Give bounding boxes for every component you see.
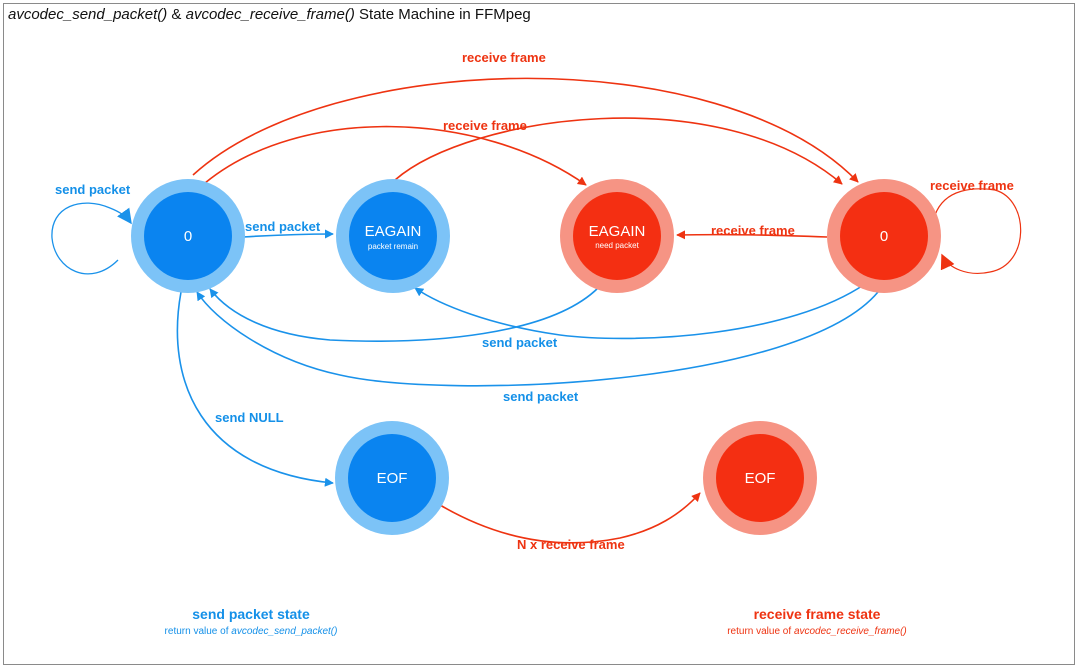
node-recv-zero: 0 [827, 179, 941, 293]
edge-recv-zero-to-recv-eagain [676, 230, 828, 240]
node-send-eagain-label: EAGAIN [365, 223, 422, 240]
edge-recv-eagain-to-send-zero [209, 287, 599, 342]
node-recv-eagain-label: EAGAIN [589, 223, 646, 240]
node-send-zero-label: 0 [184, 228, 192, 245]
title-func-send: avcodec_send_packet() [8, 6, 168, 23]
legend-send-sub-prefix: return value of [165, 626, 232, 637]
node-send-eagain: EAGAIN packet remain [336, 179, 450, 293]
title-func-receive: avcodec_receive_frame() [185, 6, 355, 23]
title-suffix: State Machine in FFMpeg [354, 6, 531, 23]
legend-recv-title: receive frame state [754, 606, 881, 622]
edge-top-receive-frame [192, 77, 859, 183]
legend-recv-sub-prefix: return value of [727, 626, 794, 637]
edge-recv-zero-to-send-zero [196, 291, 879, 387]
edge-eagain-to-recv-zero [394, 117, 843, 185]
label-zero-to-eagain-send: send packet [245, 219, 321, 234]
node-send-eof: EOF [335, 421, 449, 535]
node-recv-eagain-sublabel: need packet [595, 241, 639, 250]
label-inner-receive-frame: receive frame [443, 118, 527, 133]
node-recv-eof: EOF [703, 421, 817, 535]
diagram-title: avcodec_send_packet() & avcodec_receive_… [8, 6, 531, 23]
label-recv-zero-to-send-zero: send packet [503, 389, 579, 404]
legend-send-subtitle: return value of avcodec_send_packet() [165, 626, 338, 637]
edge-self-receive-frame [934, 188, 1022, 274]
edge-send-null [176, 291, 334, 487]
label-top-receive-frame: receive frame [462, 50, 546, 65]
label-send-null: send NULL [215, 410, 284, 425]
edge-recv-zero-to-send-eagain [414, 283, 866, 340]
legend-send-sub-func: avcodec_send_packet() [231, 626, 337, 637]
legend-recv-subtitle: return value of avcodec_receive_frame() [727, 626, 907, 637]
diagram-frame [3, 3, 1075, 665]
label-self-send-packet: send packet [55, 182, 131, 197]
edge-zero-to-eagain-send [242, 229, 334, 239]
node-recv-eagain: EAGAIN need packet [560, 179, 674, 293]
legend-recv-sub-func: avcodec_receive_frame() [794, 626, 907, 637]
node-send-eagain-sublabel: packet remain [368, 242, 418, 251]
label-n-receive-frame: N x receive frame [517, 537, 625, 552]
title-ampersand: & [167, 6, 186, 23]
node-recv-eof-label: EOF [745, 470, 776, 487]
label-self-receive-frame: receive frame [930, 178, 1014, 193]
label-recv-eagain-to-send-zero: send packet [482, 335, 558, 350]
node-send-eof-label: EOF [377, 470, 408, 487]
edge-inner-receive-frame [204, 125, 587, 186]
legend-send-title: send packet state [192, 606, 310, 622]
label-recv-zero-to-recv-eagain: receive frame [711, 223, 795, 238]
edge-n-receive-frame [439, 492, 701, 544]
node-send-zero: 0 [131, 179, 245, 293]
edge-self-send-packet [51, 202, 132, 275]
node-recv-zero-label: 0 [880, 228, 888, 245]
